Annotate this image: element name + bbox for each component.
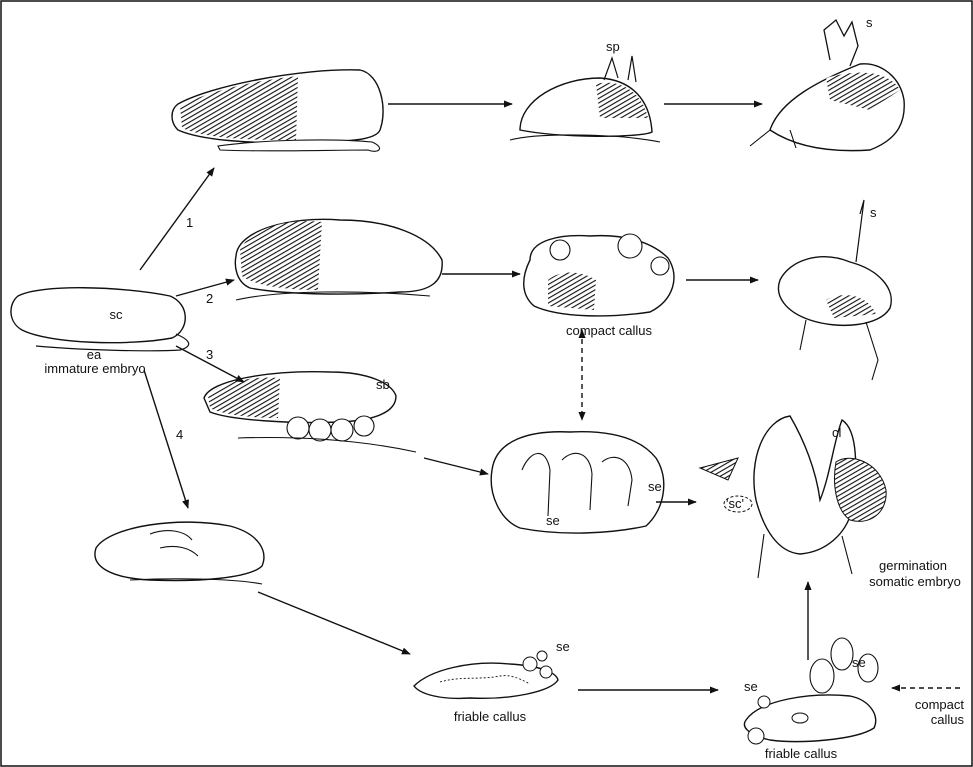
label-callus-bottom: callus <box>880 713 964 727</box>
label-germination: germination <box>860 559 966 573</box>
pathway-number-2: 2 <box>206 292 213 306</box>
label-se-arrow: se <box>648 480 662 494</box>
row2-shoot-with-roots <box>778 200 891 380</box>
row4-friable-callus-drawing <box>414 651 558 698</box>
row4-friable-callus-embryos <box>744 638 878 744</box>
row2-embryo <box>235 219 442 300</box>
label-compact-callus: compact callus <box>524 324 694 338</box>
row1-shoot-primordia <box>510 56 660 142</box>
label-se-bottom-left: se <box>744 680 758 694</box>
label-sc: sc <box>96 308 136 322</box>
arrow-path-1 <box>140 168 214 270</box>
label-compact-bottom: compact <box>880 698 964 712</box>
label-sp: sp <box>606 40 620 54</box>
label-ea: ea <box>64 348 124 362</box>
label-se-bottom-right: se <box>852 656 866 670</box>
arrow-row4-a <box>258 592 410 654</box>
row1-elongated-embryo <box>172 70 383 151</box>
label-cl: cl <box>832 426 841 440</box>
label-sc-quoted: 'sc' <box>726 497 744 511</box>
label-se-friable: se <box>556 640 570 654</box>
label-somatic-embryo: somatic embryo <box>860 575 970 589</box>
arrow-path-2 <box>176 280 234 296</box>
label-immature-embryo: immature embryo <box>30 362 160 376</box>
label-s-mid: s <box>870 206 877 220</box>
label-friable-callus-mid: friable callus <box>430 710 550 724</box>
arrow-row3-a <box>424 458 488 474</box>
pathway-number-1: 1 <box>186 216 193 230</box>
row1-shoot <box>750 20 904 151</box>
pathway-number-4: 4 <box>176 428 183 442</box>
row4-embryo <box>95 522 264 584</box>
row3-somatic-embryo-mass <box>491 432 664 533</box>
label-s-top: s <box>866 16 873 30</box>
label-se-center: se <box>546 514 560 528</box>
label-sb: sb <box>376 378 390 392</box>
row2-compact-callus-drawing <box>524 234 674 316</box>
label-friable-callus-bottom: friable callus <box>746 747 856 761</box>
pathway-number-3: 3 <box>206 348 213 362</box>
